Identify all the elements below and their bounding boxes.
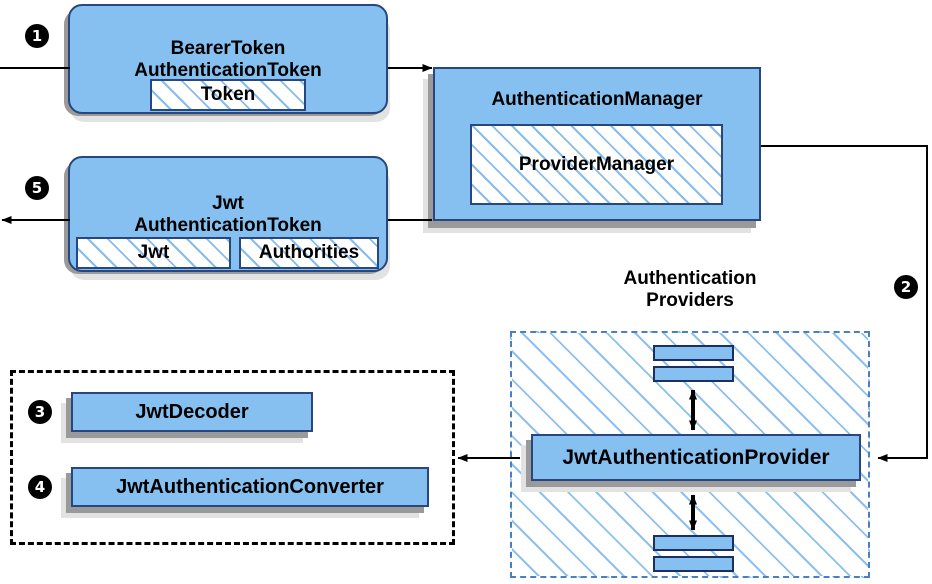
providers-label-line2: Providers — [646, 290, 734, 312]
badge-step-4: 4 — [28, 475, 52, 499]
badge-step-1: 1 — [25, 24, 49, 48]
jwt-token-line1: Jwt — [212, 193, 244, 214]
jwt-token-line2: AuthenticationToken — [134, 215, 322, 236]
provider-stack-bottom-bar-1 — [653, 535, 734, 551]
badge-step-5: 5 — [25, 176, 49, 200]
authentication-providers-label: Authentication Providers — [560, 268, 820, 313]
provider-manager-inner-box: ProviderManager — [470, 124, 723, 205]
jwt-decoder-label: JwtDecoder — [135, 400, 249, 423]
jwt-converter-box[interactable]: JwtAuthenticationConverter — [71, 467, 429, 507]
jwt-provider-label: JwtAuthenticationProvider — [562, 445, 830, 469]
bearer-token-line2: AuthenticationToken — [134, 60, 322, 81]
jwt-converter-label: JwtAuthenticationConverter — [116, 475, 384, 498]
badge-step-3: 3 — [28, 400, 52, 424]
jwt-support-group — [10, 370, 455, 545]
jwt-inner-box: Jwt — [76, 237, 231, 269]
provider-stack-bottom-bar-2 — [653, 556, 734, 572]
token-inner-box: Token — [150, 79, 306, 111]
jwt-decoder-box[interactable]: JwtDecoder — [71, 392, 313, 432]
jwt-authentication-provider[interactable]: JwtAuthenticationProvider — [531, 434, 861, 481]
provider-stack-top-bar-2 — [653, 366, 734, 382]
authentication-manager-title: AuthenticationManager — [491, 89, 703, 110]
authorities-inner-box: Authorities — [239, 237, 379, 269]
providers-label-line1: Authentication — [623, 268, 757, 289]
provider-stack-top-bar-1 — [653, 345, 734, 361]
badge-step-2: 2 — [894, 275, 918, 299]
bearer-token-line1: BearerToken — [170, 38, 286, 59]
